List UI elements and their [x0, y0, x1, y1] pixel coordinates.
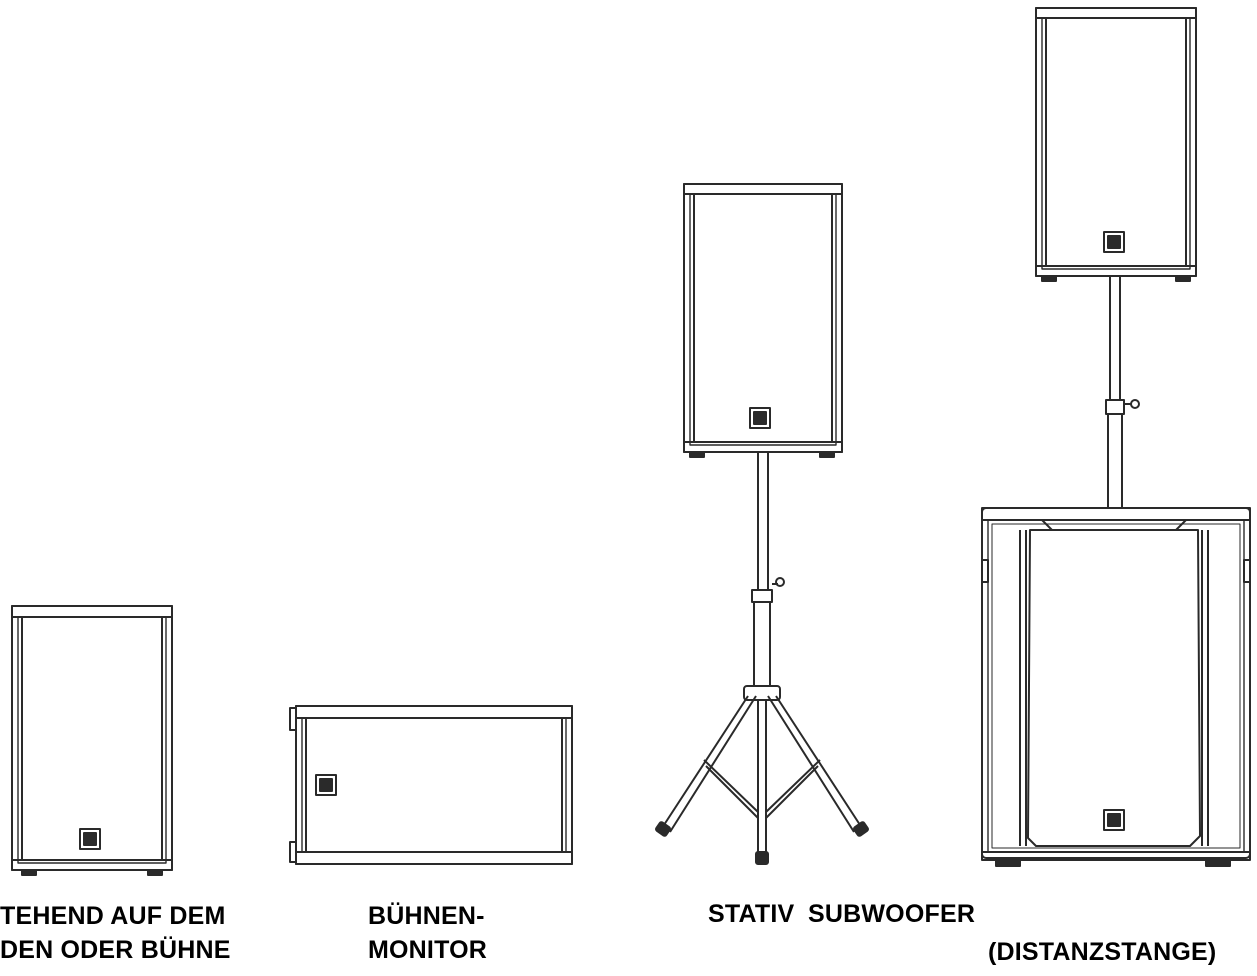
floor-label-line2: DEN ODER BÜHNE: [0, 936, 231, 964]
floor-speaker: [11, 605, 173, 876]
stage-monitor: [289, 705, 573, 865]
floor-label-line1: TEHEND AUF DEM: [0, 902, 226, 930]
tripod-stand: [655, 451, 869, 865]
top-speaker: [1035, 7, 1197, 282]
logo-badge-icon: [1103, 231, 1125, 253]
logo-badge-icon: [749, 407, 771, 429]
pole-label: (DISTANZSTANGE): [988, 938, 1217, 966]
subwoofer: [981, 507, 1251, 867]
monitor-label-line1: BÜHNEN-: [368, 902, 485, 930]
logo-badge-icon: [1103, 809, 1125, 831]
subwoofer-label: SUBWOOFER: [808, 900, 976, 928]
monitor-label-line2: MONITOR: [368, 936, 487, 964]
logo-badge-icon: [79, 828, 101, 850]
tripod-speaker: [683, 183, 843, 458]
distance-pole: [1105, 275, 1140, 509]
logo-badge-icon: [315, 774, 337, 796]
tripod-label: STATIV: [708, 900, 795, 928]
